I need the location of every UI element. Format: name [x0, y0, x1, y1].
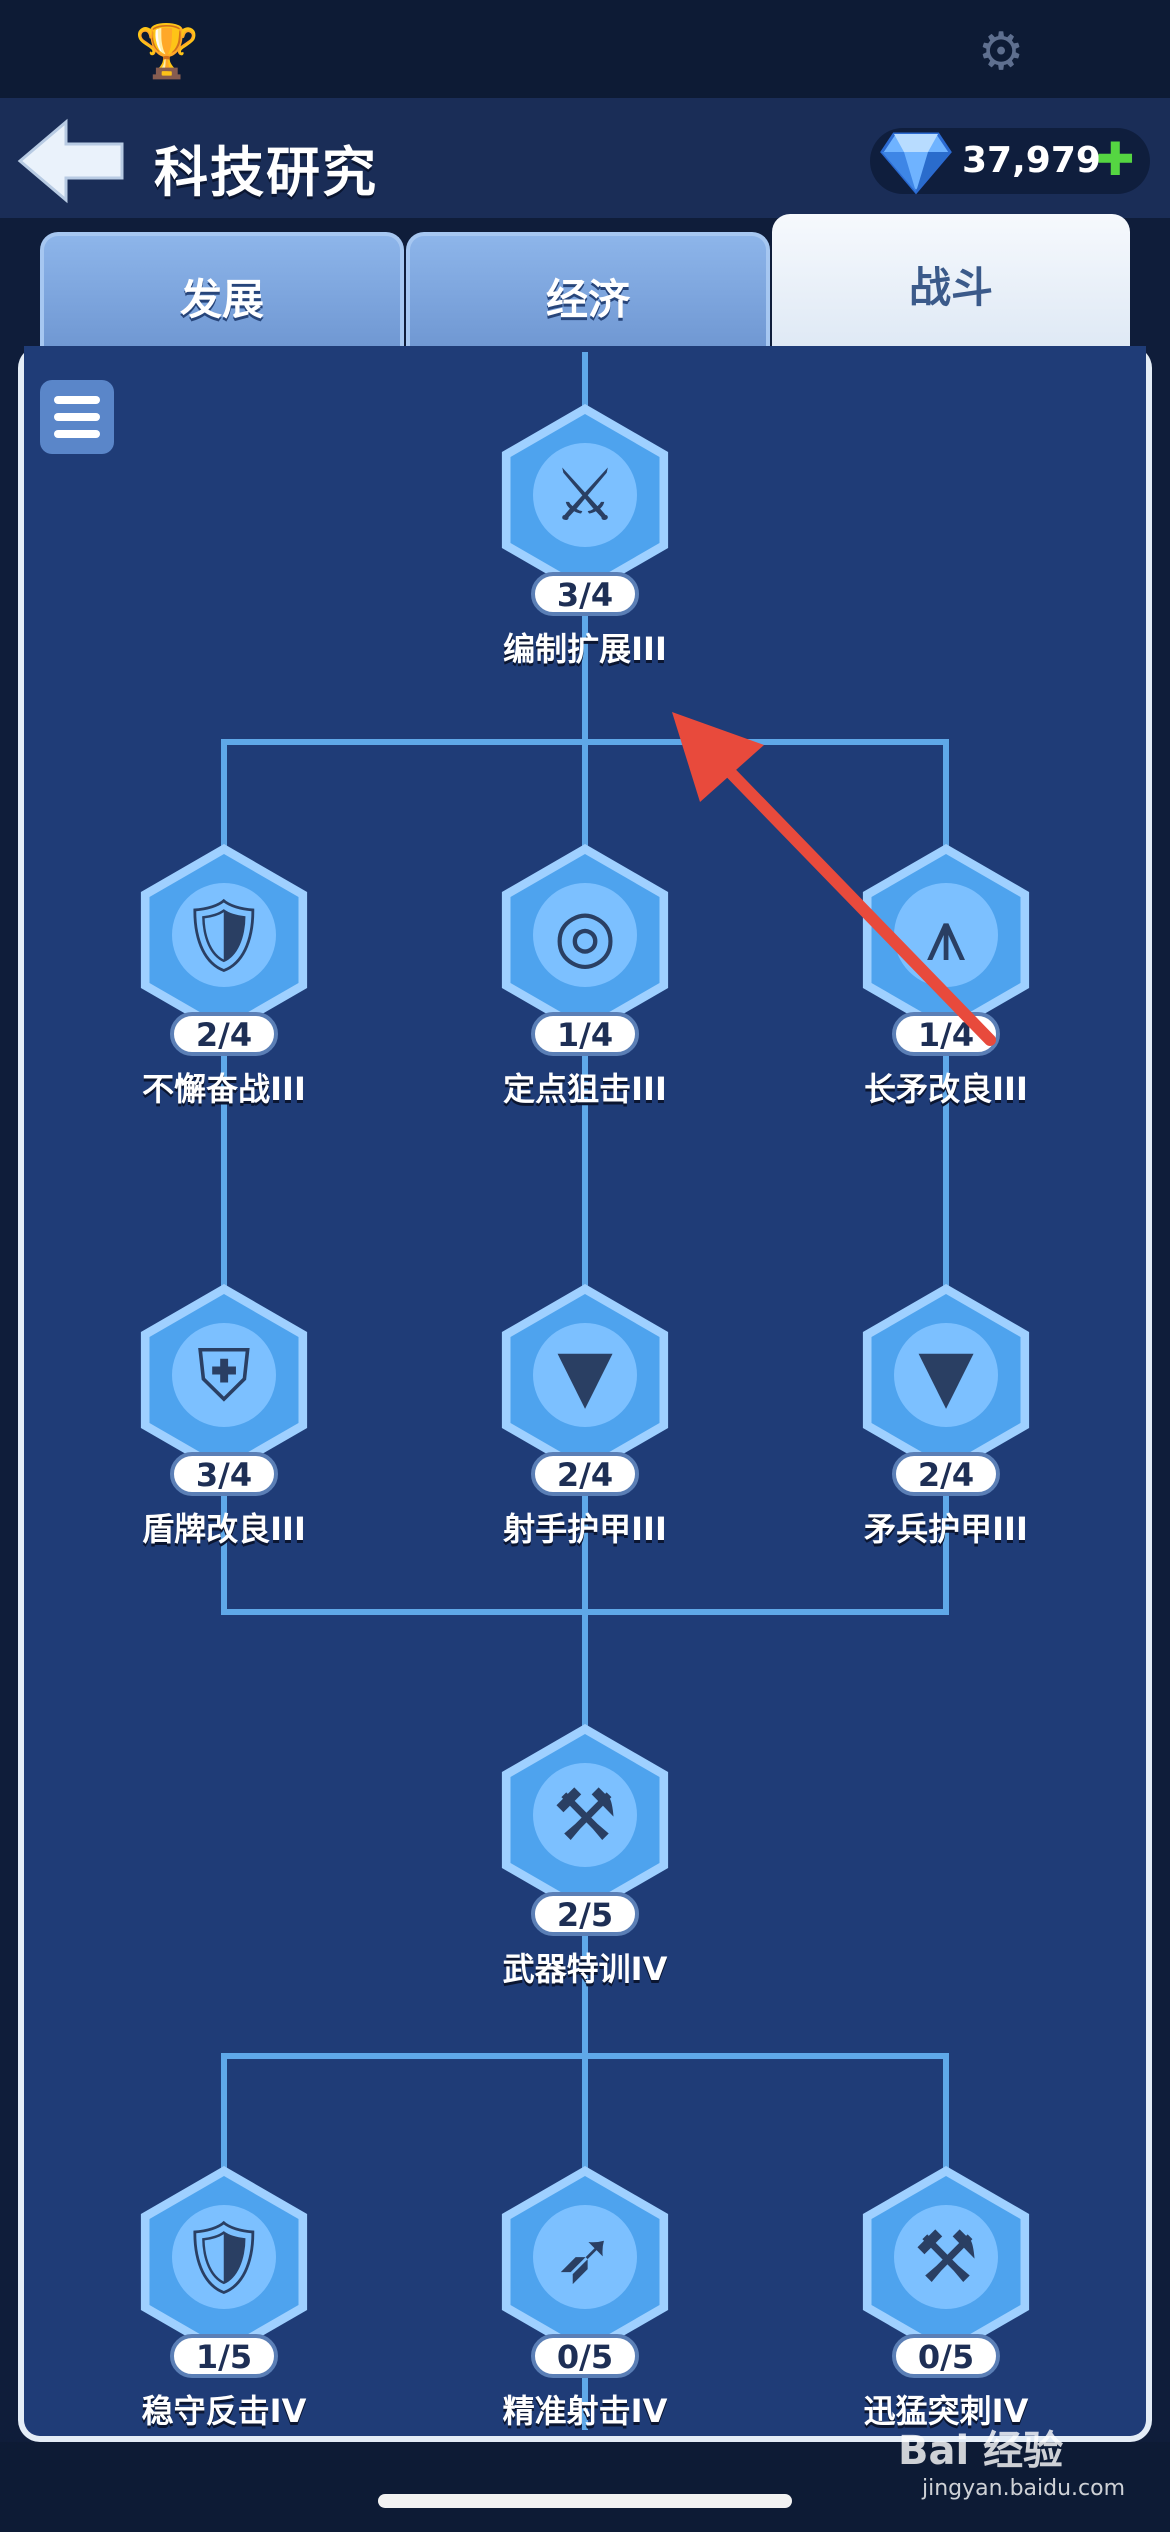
weapons-icon: ⚒ — [553, 1773, 618, 1857]
tab-economy[interactable]: 经济 — [406, 232, 770, 350]
tech-node-hex[interactable]: 🛡 — [124, 2162, 324, 2362]
node-label: 射手护甲III — [503, 1510, 667, 1548]
node-label: 定点狙击III — [503, 1070, 667, 1108]
gem-count: 37,979 — [962, 140, 1101, 181]
node-label: 长矛改良III — [864, 1070, 1028, 1108]
spear-tips-icon: ⩚ — [926, 893, 967, 977]
bottom-safe-area — [0, 2442, 1170, 2532]
plate-armor-icon: ▼ — [918, 1333, 974, 1417]
top-status-bar: 🏆 ⚙ — [0, 0, 1170, 98]
node-label: 编制扩展III — [503, 630, 667, 668]
tech-node-hex[interactable]: ⚔ — [485, 400, 685, 600]
shield-warrior-icon: 🛡 — [178, 2215, 269, 2299]
node-progress-badge: 2/4 — [531, 1452, 639, 1496]
army-formation-icon: ⚔ — [553, 453, 618, 537]
node-label: 武器特训IV — [502, 1950, 668, 1988]
tech-node-hex[interactable]: ⩚ — [846, 840, 1046, 1040]
add-gems-button[interactable]: ✚ — [1096, 132, 1135, 186]
node-label: 迅猛突刺IV — [863, 2392, 1029, 2430]
node-progress-badge: 3/4 — [531, 572, 639, 616]
node-label: 矛兵护甲III — [864, 1510, 1028, 1548]
node-progress-badge: 0/5 — [892, 2334, 1000, 2378]
axe-spear-icon: ⚒ — [914, 2215, 979, 2299]
arrows-icon: ➶ — [555, 2215, 615, 2299]
back-arrow-icon[interactable] — [16, 118, 126, 204]
gear-icon[interactable]: ⚙ — [977, 22, 1025, 82]
target-crosshair-icon: ◎ — [554, 893, 617, 977]
tech-node-hex[interactable]: ⚒ — [485, 1720, 685, 1920]
tech-node-hex[interactable]: ⚒ — [846, 2162, 1046, 2362]
node-label: 精准射击IV — [502, 2392, 668, 2430]
page-title: 科技研究 — [154, 141, 378, 204]
node-progress-badge: 3/4 — [170, 1452, 278, 1496]
fur-armor-icon: ▼ — [557, 1333, 613, 1417]
diamond-icon — [880, 132, 952, 195]
node-label: 盾牌改良III — [142, 1510, 306, 1548]
node-label: 稳守反击IV — [141, 2392, 307, 2430]
node-progress-badge: 2/5 — [531, 1892, 639, 1936]
tech-node-hex[interactable]: ◎ — [485, 840, 685, 1040]
tech-node-hex[interactable]: ▼ — [485, 1280, 685, 1480]
node-progress-badge: 1/4 — [531, 1012, 639, 1056]
list-view-button[interactable] — [40, 380, 114, 454]
node-progress-badge: 0/5 — [531, 2334, 639, 2378]
node-progress-badge: 2/4 — [892, 1452, 1000, 1496]
spiked-club-warrior-icon: 🛡 — [178, 893, 269, 977]
node-progress-badge: 1/5 — [170, 2334, 278, 2378]
node-progress-badge: 1/4 — [892, 1012, 1000, 1056]
annotation-arrow — [672, 712, 996, 1046]
tech-node-hex[interactable]: 🛡 — [124, 840, 324, 1040]
shield-icon: ⛨ — [197, 1333, 251, 1417]
tab-development[interactable]: 发展 — [40, 232, 404, 350]
tech-node-hex[interactable]: ▼ — [846, 1280, 1046, 1480]
node-label: 不懈奋战III — [142, 1070, 306, 1108]
watermark: Bai 经验 jingyan.baidu.com — [898, 2428, 1126, 2501]
tech-node-hex[interactable]: ⛨ — [124, 1280, 324, 1480]
tab-combat[interactable]: 战斗 — [772, 214, 1130, 346]
trophy-icon[interactable]: 🏆 — [134, 22, 200, 82]
node-progress-badge: 2/4 — [170, 1012, 278, 1056]
home-indicator[interactable] — [378, 2494, 792, 2508]
tech-node-hex[interactable]: ➶ — [485, 2162, 685, 2362]
